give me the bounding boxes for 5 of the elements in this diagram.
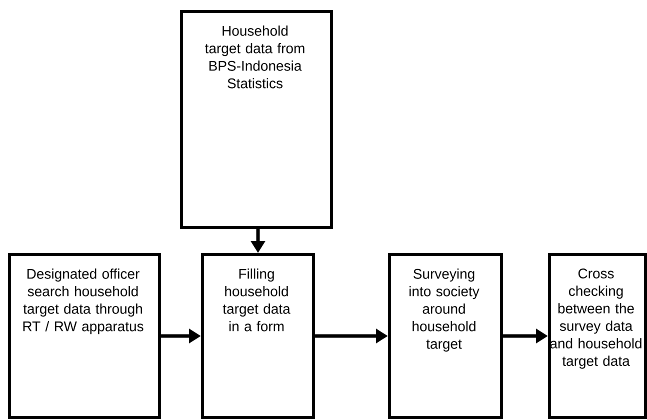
process-box: Filling household target data in a form bbox=[201, 253, 315, 419]
process-box: Designated officer search household target data through RT / RW apparatus bbox=[8, 253, 161, 419]
process-box: Household target data from BPS-Indonesia Statistics bbox=[180, 10, 333, 229]
process-box: Surveying into society around household target bbox=[388, 253, 503, 419]
process-box: Cross checking between the survey data and household target data bbox=[548, 253, 647, 419]
